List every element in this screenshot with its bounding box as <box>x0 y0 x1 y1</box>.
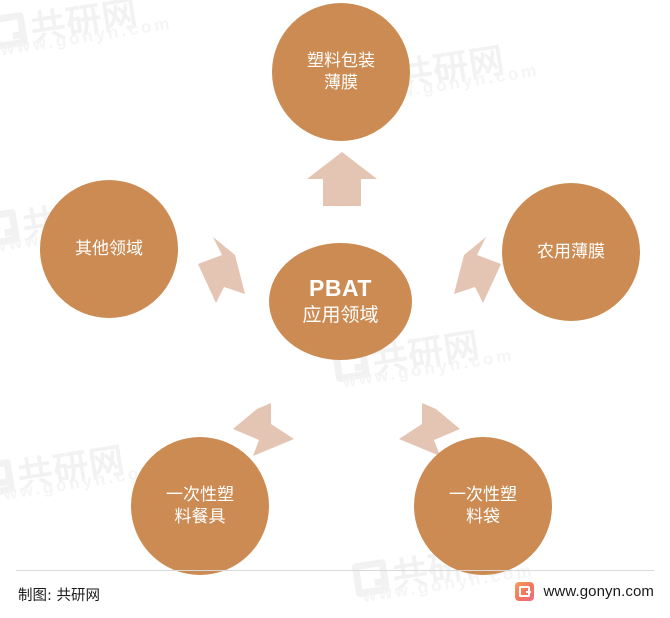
footer-url: www.gonyn.com <box>543 583 654 600</box>
arrow-to-bottom-right-icon <box>399 403 460 456</box>
arrow-to-right-icon <box>454 237 501 303</box>
footer-brand[interactable]: www.gonyn.com <box>515 582 654 601</box>
center-node-subtitle: 应用领域 <box>302 303 379 326</box>
diagram-node-disposable-plastic-bags[interactable]: 一次性塑 料袋 <box>414 437 552 575</box>
node-label-line: 农用薄膜 <box>537 241 605 262</box>
node-label-line: 一次性塑 <box>449 484 517 505</box>
diagram-node-plastic-packaging-film[interactable]: 塑料包装 薄膜 <box>272 3 410 141</box>
footer: 制图: 共研网 www.gonyn.com <box>0 570 670 618</box>
arrow-to-top-icon <box>307 152 377 206</box>
gonyn-logo-icon <box>515 582 535 601</box>
node-label-line: 塑料包装 <box>307 50 375 71</box>
diagram-node-agricultural-film[interactable]: 农用薄膜 <box>502 183 640 321</box>
node-label-line: 料袋 <box>466 507 500 527</box>
node-label-line: 料餐具 <box>174 507 226 527</box>
footer-credit: 制图: 共研网 <box>18 588 100 604</box>
node-label-line: 一次性塑 <box>166 484 234 505</box>
arrow-to-left-icon <box>198 237 245 303</box>
arrow-to-bottom-left-icon <box>233 403 294 456</box>
diagram-node-other-fields[interactable]: 其他领域 <box>40 180 178 318</box>
node-label-line: 其他领域 <box>75 238 143 259</box>
diagram-node-disposable-tableware[interactable]: 一次性塑 料餐具 <box>131 437 269 575</box>
footer-divider <box>16 570 654 571</box>
gonyn-g-glyph <box>519 586 531 597</box>
center-node-title: PBAT <box>309 275 372 302</box>
diagram-center-node[interactable]: PBAT 应用领域 <box>269 243 412 360</box>
node-label-line: 薄膜 <box>324 73 358 93</box>
